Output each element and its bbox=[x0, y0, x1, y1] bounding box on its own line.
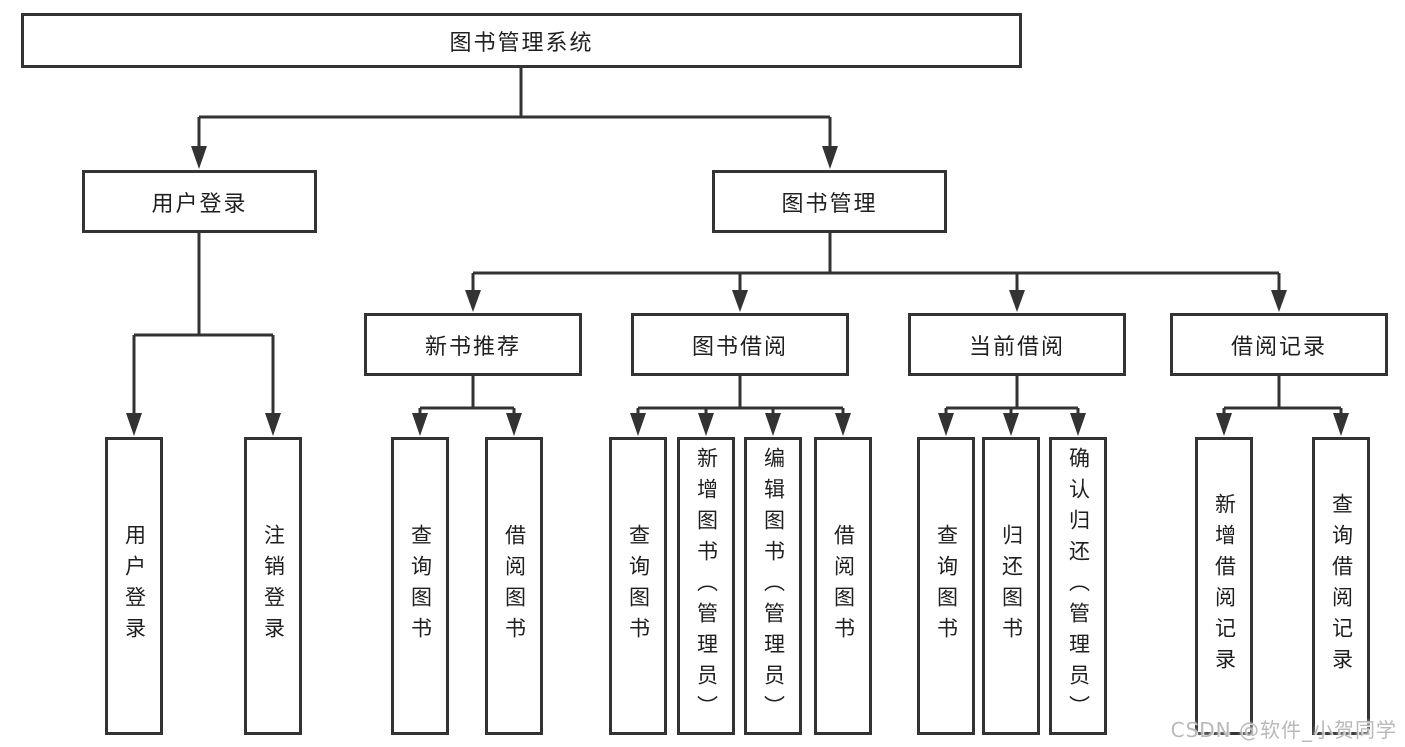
arrow-into-leaf bbox=[698, 413, 714, 436]
leaf-add-book-admin: 新增图书（管理员） bbox=[677, 437, 735, 735]
leaf-label: 查询图书 bbox=[408, 524, 433, 648]
arrow-into-leaf bbox=[1216, 413, 1232, 436]
leaf-logout: 注销登录 bbox=[244, 437, 302, 735]
arrow-into-leaf bbox=[126, 413, 142, 436]
node-root-label: 图书管理系统 bbox=[449, 30, 594, 56]
arrowheads bbox=[126, 146, 1349, 436]
leaf-query-books-1: 查询图书 bbox=[391, 437, 449, 735]
leaf-label: 查询借阅记录 bbox=[1329, 493, 1354, 679]
leaf-query-borrow-record: 查询借阅记录 bbox=[1312, 437, 1370, 735]
leaf-label: 查询图书 bbox=[626, 524, 651, 648]
leaf-label: 查询图书 bbox=[934, 524, 959, 648]
node-book-mgmt: 图书管理 bbox=[712, 170, 947, 233]
arrow-into-leaf bbox=[765, 413, 781, 436]
node-book-mgmt-label: 图书管理 bbox=[781, 191, 878, 217]
leaf-user-login: 用户登录 bbox=[105, 437, 163, 735]
arrow-into-leaf bbox=[412, 413, 428, 436]
arrow-into-leaf bbox=[835, 413, 851, 436]
node-book-borrow-label: 图书借阅 bbox=[691, 334, 788, 360]
arrow-into-leaf bbox=[265, 413, 281, 436]
csdn-watermark: CSDN @软件_小贺同学 bbox=[1170, 718, 1397, 742]
node-current-borrow: 当前借阅 bbox=[908, 313, 1126, 376]
node-borrow-records: 借阅记录 bbox=[1170, 313, 1388, 376]
connector-newbooks-to-leaves bbox=[418, 376, 516, 418]
leaf-add-borrow-record: 新增借阅记录 bbox=[1195, 437, 1253, 735]
node-book-borrow: 图书借阅 bbox=[631, 313, 849, 376]
arrow-into-current bbox=[1009, 290, 1025, 312]
leaf-label: 确认归还（管理员） bbox=[1066, 446, 1091, 726]
connector-records-to-leaves bbox=[1222, 376, 1343, 418]
connector-borrow-to-leaves bbox=[636, 376, 845, 418]
connector-current-to-leaves bbox=[944, 376, 1080, 418]
connector-login-to-leaves bbox=[132, 233, 275, 418]
arrow-into-newbooks bbox=[465, 290, 481, 312]
node-current-borrow-label: 当前借阅 bbox=[968, 334, 1065, 360]
node-borrow-records-label: 借阅记录 bbox=[1230, 334, 1327, 360]
leaf-label: 借阅图书 bbox=[502, 524, 527, 648]
arrow-into-leaf bbox=[630, 413, 646, 436]
node-new-books: 新书推荐 bbox=[364, 313, 582, 376]
leaf-borrow-books-2: 借阅图书 bbox=[814, 437, 872, 735]
leaf-label: 借阅图书 bbox=[831, 524, 856, 648]
arrow-into-book-mgmt bbox=[822, 146, 838, 169]
arrow-into-leaf bbox=[1333, 413, 1349, 436]
leaf-query-books-3: 查询图书 bbox=[917, 437, 975, 735]
leaf-label: 用户登录 bbox=[122, 524, 147, 648]
node-new-books-label: 新书推荐 bbox=[424, 334, 521, 360]
arrow-into-leaf bbox=[1070, 413, 1086, 436]
leaf-label: 归还图书 bbox=[999, 524, 1024, 648]
arrow-into-leaf bbox=[1003, 413, 1019, 436]
leaf-confirm-return-admin: 确认归还（管理员） bbox=[1049, 437, 1107, 735]
connector-bookmgmt-to-level3 bbox=[471, 233, 1281, 294]
arrow-into-user-login bbox=[191, 146, 207, 169]
leaf-label: 新增图书（管理员） bbox=[694, 446, 719, 726]
node-user-login-label: 用户登录 bbox=[151, 191, 248, 217]
leaf-edit-book-admin: 编辑图书（管理员） bbox=[744, 437, 802, 735]
leaf-label: 新增借阅记录 bbox=[1212, 493, 1237, 679]
leaf-return-book: 归还图书 bbox=[982, 437, 1040, 735]
arrow-into-leaf bbox=[938, 413, 954, 436]
leaf-label: 注销登录 bbox=[261, 524, 286, 648]
arrow-into-borrow bbox=[732, 290, 748, 312]
node-user-login: 用户登录 bbox=[82, 170, 317, 233]
arrow-into-records bbox=[1271, 290, 1287, 312]
leaf-query-books-2: 查询图书 bbox=[609, 437, 667, 735]
connector-root-to-level2 bbox=[197, 68, 832, 151]
node-root: 图书管理系统 bbox=[21, 13, 1022, 68]
leaf-label: 编辑图书（管理员） bbox=[761, 446, 786, 726]
leaf-borrow-books-1: 借阅图书 bbox=[485, 437, 543, 735]
arrow-into-leaf bbox=[506, 413, 522, 436]
